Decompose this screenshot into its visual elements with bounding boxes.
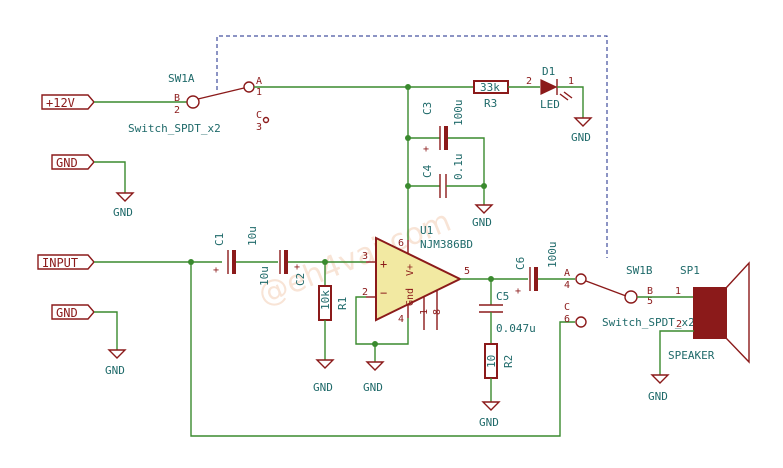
c1-value: 10u [246,226,259,246]
sw1a-ref: SW1A [168,72,195,85]
gnd-label-bypass: GND [472,216,492,229]
c6-value: 100u [546,242,559,269]
sw1a-pin-a-letter: A [256,76,262,87]
r2-ref: R2 [502,355,515,368]
u1-pin5: 5 [464,266,470,277]
u1-pin3: 3 [362,251,368,262]
switch-sw1b: SW1B Switch_SPDT_x2 A 4 C 6 B 5 [564,264,695,329]
sw1b-pin-a-num: 4 [564,280,570,291]
d1-ref: D1 [542,65,555,78]
sw1b-value: Switch_SPDT_x2 [602,316,695,329]
sw1a-value: Switch_SPDT_x2 [128,122,221,135]
port-plus12v-label: +12V [46,96,75,110]
d1-value: LED [540,98,560,111]
c3-ref: C3 [421,102,434,115]
gnd-label-port1: GND [113,206,133,219]
c1-ref: C1 [213,233,226,246]
sw1b-pin-a-letter: A [564,268,570,279]
port-input-label: INPUT [42,256,78,270]
capacitor-c3: + C3 100u [408,100,485,186]
capacitor-c1: + C1 10u [213,226,278,276]
sp1-pin1: 1 [675,286,681,297]
sw1a-pin-b-num: 2 [174,105,180,116]
sw1b-pin-c-num: 6 [564,314,570,325]
sw1b-ref: SW1B [626,264,653,277]
c4-ref: C4 [421,164,434,178]
gnd-symbol-bypass: GND [472,204,494,229]
u1-vplus-text: V+ [405,264,416,276]
u1-pin2: 2 [362,287,368,298]
gnd-symbol-u1: GND [363,344,385,394]
c1-polarity: + [213,265,219,276]
c2-polarity: + [294,262,300,273]
c3-polarity: + [423,144,429,155]
gnd-label-r1: GND [313,381,333,394]
amplifier-u1: U1 NJM386BD + − V+ Gnd 3 2 6 5 4 1 8 [362,224,473,330]
r2-value: 10 [485,355,498,368]
sp1-pin2: 2 [676,319,682,330]
gnd-label-led: GND [571,131,591,144]
c6-ref: C6 [514,257,527,270]
gnd-label-speaker: GND [648,390,668,403]
port-input: INPUT [37,254,222,270]
r1-value: 10k [319,290,332,310]
sw1b-pin-c-letter: C [564,302,570,313]
sp1-value: SPEAKER [668,349,715,362]
d1-pin-cathode: 1 [568,76,574,87]
switch-sw1a: SW1A Switch_SPDT_x2 B 2 A 1 C 3 [128,72,270,135]
u1-plus-sign: + [380,257,387,271]
gnd-symbol-led: GND [571,117,593,144]
resistor-r1: 10k R1 GND [313,262,349,394]
u1-gnd-text: Gnd [405,288,416,306]
port-gnd-1-label: GND [56,156,78,170]
gnd-label-port2: GND [105,364,125,377]
port-gnd-1: GND GND [51,154,135,219]
port-gnd-2-label: GND [56,306,78,320]
c3-value: 100u [452,100,465,127]
port-gnd-2: GND GND [51,304,127,377]
sw1b-pin-b-num: 5 [647,296,653,307]
c2-ref: C2 [294,273,307,286]
r1-ref: R1 [336,297,349,310]
r3-value: 33k [480,81,500,94]
u1-value: NJM386BD [420,238,473,251]
speaker-sp1: SP1 SPEAKER 1 2 GND [648,261,750,403]
sp1-ref: SP1 [680,264,700,277]
capacitor-c2: + 10u C2 [258,250,366,286]
switch-mechanical-link [216,35,608,258]
u1-pin6: 6 [398,238,404,249]
c5-value: 0.047u [496,322,536,335]
port-plus12v: +12V [41,94,187,110]
sw1a-pin-c-num: 3 [256,122,262,133]
sw1a-pin-a-num: 1 [256,87,262,98]
c6-polarity: + [515,286,521,297]
gnd-label-u1: GND [363,381,383,394]
resistor-r2: 10 R2 GND [479,343,515,429]
sw1a-pin-b-letter: B [174,93,180,104]
capacitor-c5: C5 0.047u [479,279,536,344]
r3-ref: R3 [484,97,497,110]
capacitor-c4: C4 0.1u [408,154,487,205]
u1-minus-sign: − [380,286,387,300]
led-d1: D1 LED 2 1 [526,65,584,118]
capacitor-c6: + C6 100u [514,242,575,297]
resistor-r3: 33k R3 [473,80,540,110]
c4-value: 0.1u [452,154,465,181]
d1-pin-anode: 2 [526,76,532,87]
c2-value: 10u [258,266,271,286]
sw1b-pin-b-letter: B [647,286,653,297]
c5-ref: C5 [496,290,509,303]
u1-ref: U1 [420,224,433,237]
gnd-label-r2: GND [479,416,499,429]
sw1a-pin-c-letter: C [256,110,262,121]
u1-pin4: 4 [398,314,404,325]
